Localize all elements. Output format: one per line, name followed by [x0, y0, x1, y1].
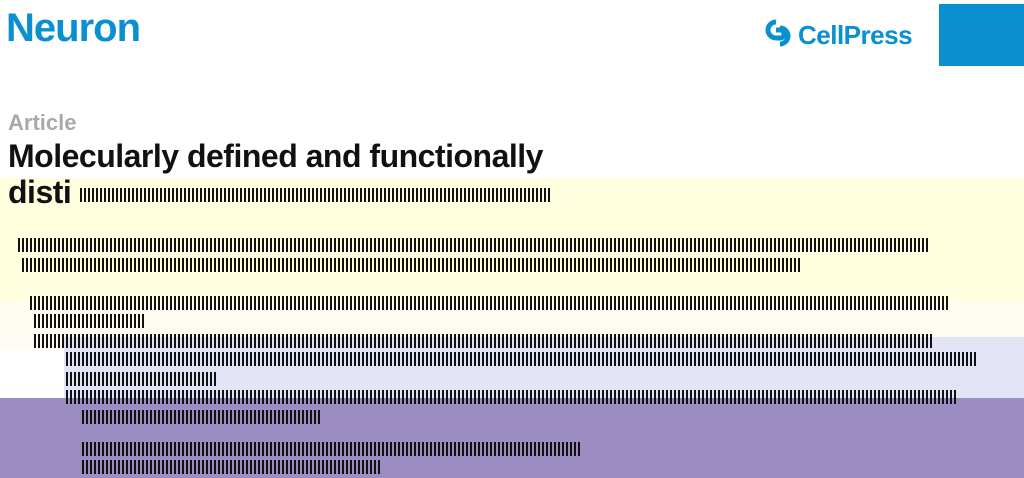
article-title: Molecularly defined and functionally dis…	[8, 138, 768, 210]
scrambled-line	[66, 351, 976, 366]
scrambled-line	[22, 257, 802, 272]
publisher-logo: CellPress	[762, 18, 913, 53]
title-line-2: disti	[8, 174, 768, 210]
scrambled-line	[82, 409, 322, 424]
publisher-name: CellPress	[798, 19, 913, 50]
title-line-2-text: disti	[8, 174, 72, 210]
title-line-1: Molecularly defined and functionally	[8, 138, 543, 174]
scrambled-line	[34, 333, 934, 348]
scrambled-line	[34, 313, 144, 328]
article-type-label: Article	[8, 110, 77, 135]
scrambled-line	[82, 441, 582, 456]
journal-name: Neuron	[6, 6, 141, 50]
scrambled-line	[66, 371, 216, 386]
scrambled-line	[30, 295, 950, 310]
scrambled-line	[66, 389, 956, 404]
title-scrambled-text	[79, 187, 550, 202]
journal-color-tab	[939, 4, 1024, 66]
cellpress-logo-icon	[762, 18, 794, 53]
scrambled-line	[18, 237, 928, 252]
scrambled-line	[82, 459, 382, 474]
